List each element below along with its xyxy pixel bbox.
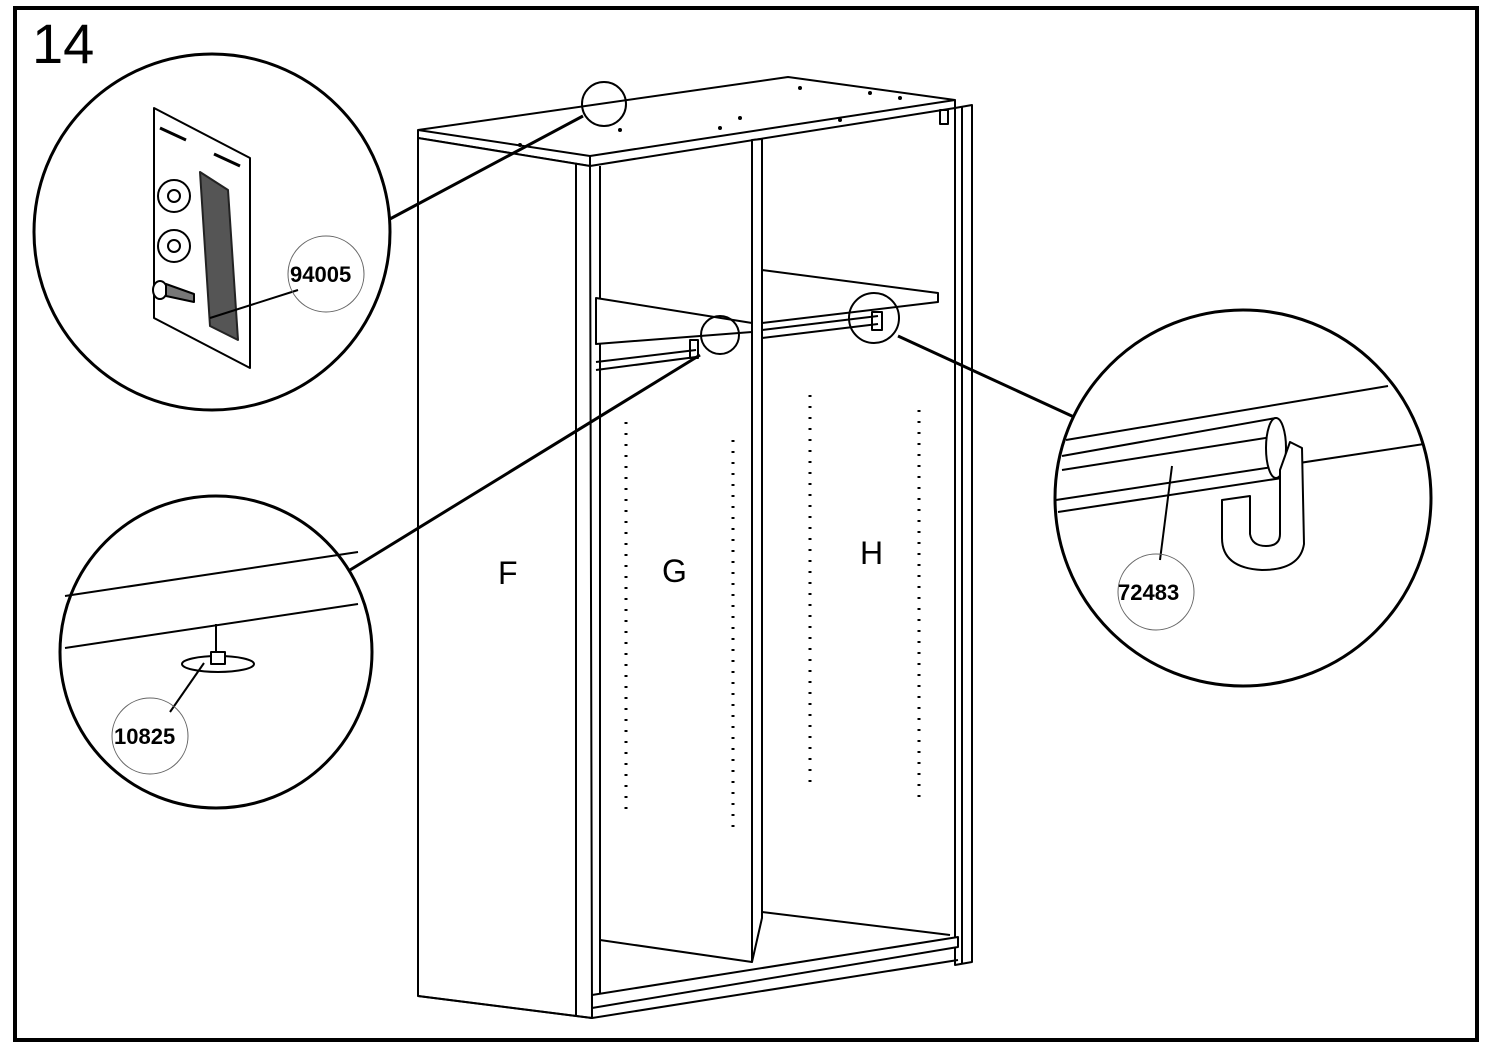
step-number: 14 [32,12,95,75]
peg-holes [624,395,921,830]
left-hanging-rail [595,339,699,371]
left-shelf [595,297,753,345]
right-shelf [761,269,939,324]
part-label-10825: 10825 [114,724,175,749]
right-hanging-rail [761,311,883,339]
screw-icon [152,280,195,303]
panel-label-G: G [662,553,687,589]
side-panel-right [954,104,973,966]
part-label-94005: 94005 [290,262,351,287]
middle-divider [751,138,763,963]
detail-circle-rail-holder [1053,308,1433,688]
highlight-top-circle [581,81,627,127]
panel-label-H: H [860,535,883,571]
bottom-panel [591,936,959,1009]
part-label-72483: 72483 [1118,580,1179,605]
detail-circle-shelf-support [58,494,374,810]
detail-circle-top-plate [32,52,392,412]
highlight-left-shelf-circle [700,315,740,355]
panel-label-F: F [498,555,518,591]
top-panel [417,76,956,157]
wardrobe-carcass [417,76,973,1019]
highlight-right-rail-circle [848,292,900,344]
